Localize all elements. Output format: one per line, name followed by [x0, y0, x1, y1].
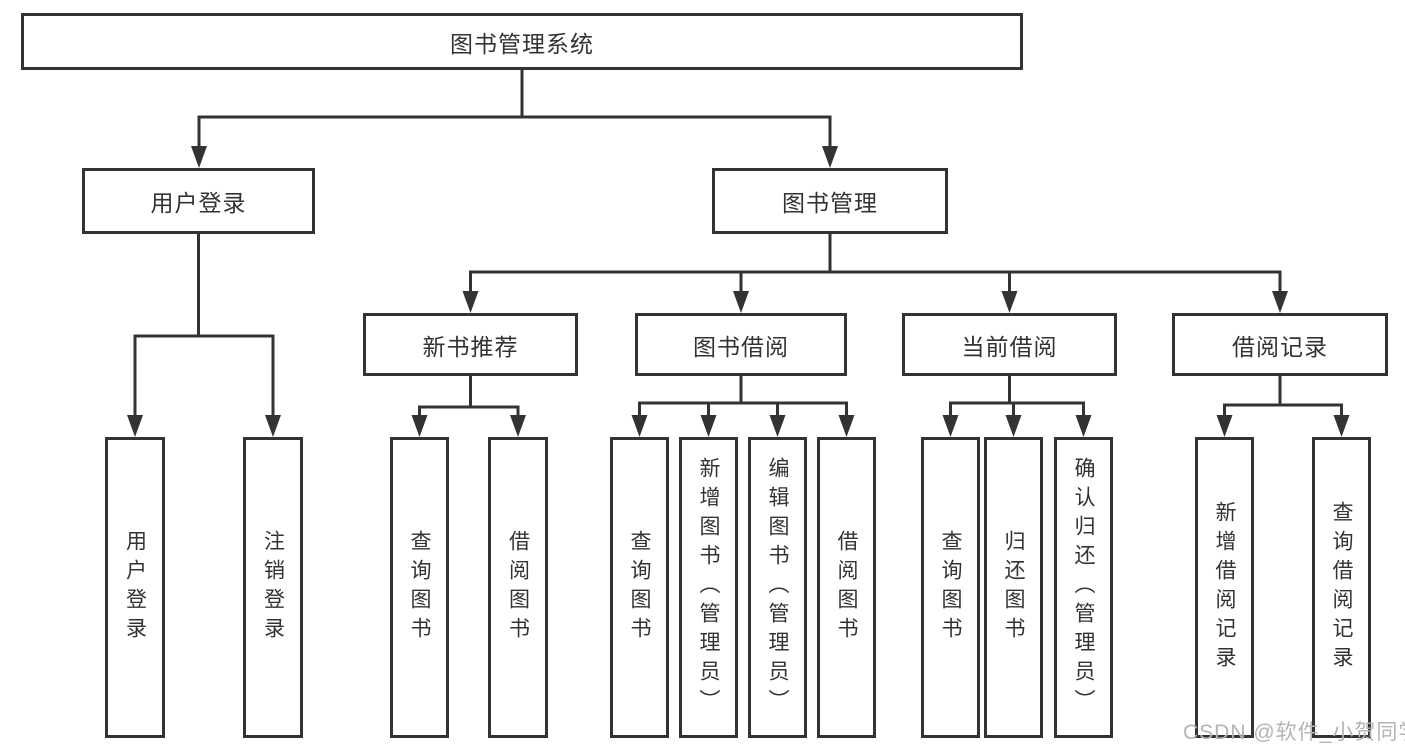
watermark: CSDN @软件_小贺同学 [1183, 721, 1405, 744]
node-logout: 注销登录 [243, 437, 303, 738]
node-edit-books-admin: 编辑图书（管理员） [748, 437, 807, 738]
node-return-books: 归还图书 [984, 437, 1043, 738]
node-new-book-recommendation: 新书推荐 [363, 313, 578, 376]
node-book-management: 图书管理 [712, 168, 948, 234]
node-confirm-return-admin: 确认归还（管理员） [1054, 437, 1113, 738]
node-query-books-recommend: 查询图书 [390, 437, 449, 738]
node-borrowing-records: 借阅记录 [1172, 313, 1388, 376]
node-library-management-system: 图书管理系统 [21, 13, 1023, 70]
node-query-books-borrowing: 查询图书 [610, 437, 669, 738]
node-book-borrowing: 图书借阅 [635, 313, 847, 376]
node-add-borrow-record: 新增借阅记录 [1195, 437, 1254, 738]
node-current-borrowing: 当前借阅 [902, 313, 1117, 376]
node-user-login-leaf: 用户登录 [105, 437, 165, 738]
node-add-books-admin: 新增图书（管理员） [679, 437, 738, 738]
node-borrow-books-recommend: 借阅图书 [488, 437, 548, 738]
node-user-login: 用户登录 [82, 168, 315, 234]
node-query-books-current: 查询图书 [921, 437, 980, 738]
node-query-borrow-record: 查询借阅记录 [1312, 437, 1371, 738]
node-borrow-books-leaf: 借阅图书 [817, 437, 876, 738]
